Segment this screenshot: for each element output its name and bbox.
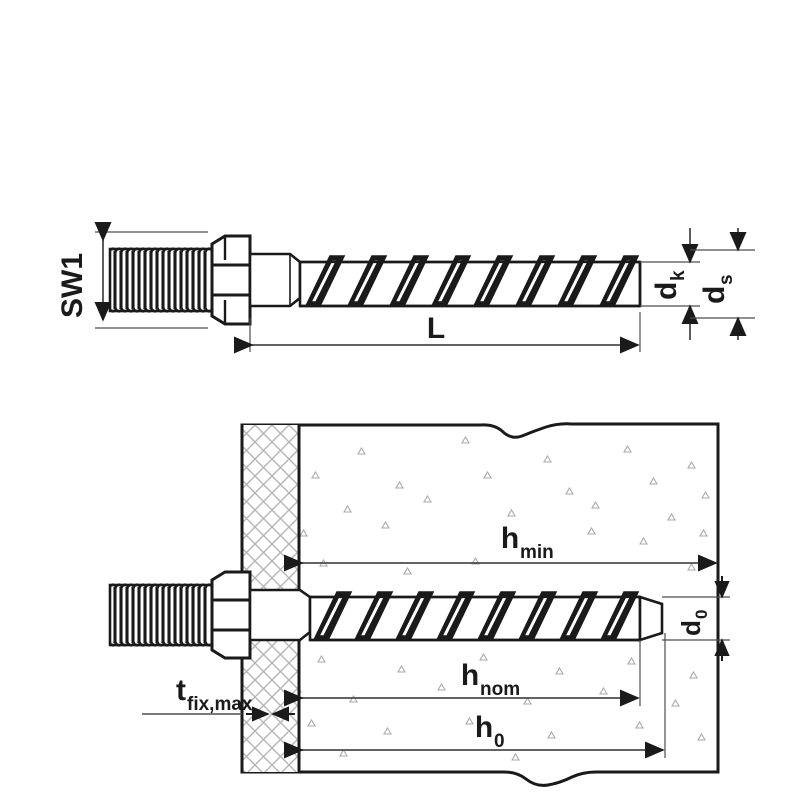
lower-metric-thread	[108, 583, 214, 647]
upper-collar-body	[248, 252, 302, 308]
label-ds-base: d	[698, 286, 731, 304]
label-L: L	[427, 312, 445, 345]
dimension-ds: d s	[690, 228, 755, 340]
label-hnom-sub: nom	[480, 679, 520, 700]
upper-hex-outline	[210, 234, 252, 326]
label-ds-sub: s	[716, 274, 737, 285]
label-hmin-base: h	[501, 522, 519, 555]
upper-metric-thread	[108, 247, 214, 313]
lower-hex-outline	[210, 570, 252, 660]
upper-shank-collar	[248, 252, 302, 308]
label-h0-sub: 0	[494, 731, 505, 752]
label-dk-base: d	[650, 282, 683, 300]
upper-metric-thread-ridges	[113, 251, 207, 309]
label-hnom-group: h nom	[461, 659, 520, 700]
upper-screw-shank	[298, 255, 642, 308]
label-dk-sub: k	[668, 270, 689, 281]
label-tfix-sub: fix,max	[187, 694, 253, 715]
label-h0-base: h	[475, 711, 493, 744]
upper-metric-thread-body	[108, 247, 214, 313]
dimension-d0: d 0	[662, 576, 730, 661]
label-tfix-base: t	[176, 674, 186, 707]
dimension-h0: h 0	[283, 633, 666, 759]
label-h0-group: h 0	[475, 711, 505, 752]
dimension-dk: d k	[640, 228, 700, 340]
label-d0-group: d 0	[676, 610, 711, 636]
dimension-sw1: SW1	[56, 221, 208, 329]
elevation-view: SW1	[56, 221, 755, 354]
label-hnom-base: h	[461, 659, 479, 692]
upper-thread-crest-bottom	[109, 306, 213, 313]
label-dk-group: d k	[650, 270, 689, 300]
lower-shank-chamfered-tip	[638, 595, 664, 642]
dimension-L: L	[233, 312, 641, 354]
lower-collar-body	[248, 588, 312, 642]
dimension-hnom: h nom	[283, 640, 641, 707]
label-d0-base: d	[676, 620, 706, 636]
label-d0-sub: 0	[692, 610, 711, 619]
label-tfix-group: t fix,max	[176, 674, 253, 715]
label-hmin-sub: min	[520, 542, 554, 563]
lower-thread-crest-bottom	[109, 640, 213, 647]
lower-screw-shank	[308, 591, 664, 642]
upper-thread-flank-highlights	[309, 259, 633, 303]
label-ds-group: d s	[698, 274, 737, 304]
dimension-tfixmax: t fix,max	[142, 674, 295, 722]
label-sw1: SW1	[56, 253, 89, 318]
lower-thread-flank-highlights	[317, 595, 633, 637]
dimension-hmin: h min	[283, 522, 718, 572]
label-hmin-group: h min	[501, 522, 554, 563]
lower-hex-head	[210, 570, 252, 660]
lower-shank-collar	[248, 588, 312, 642]
section-view: h min	[108, 422, 730, 787]
upper-thread-crest-top	[109, 247, 213, 254]
lower-metric-thread-ridges	[113, 587, 207, 643]
upper-hex-head	[210, 234, 252, 326]
lower-metric-thread-body	[108, 583, 214, 647]
lower-thread-crest-top	[109, 583, 213, 590]
